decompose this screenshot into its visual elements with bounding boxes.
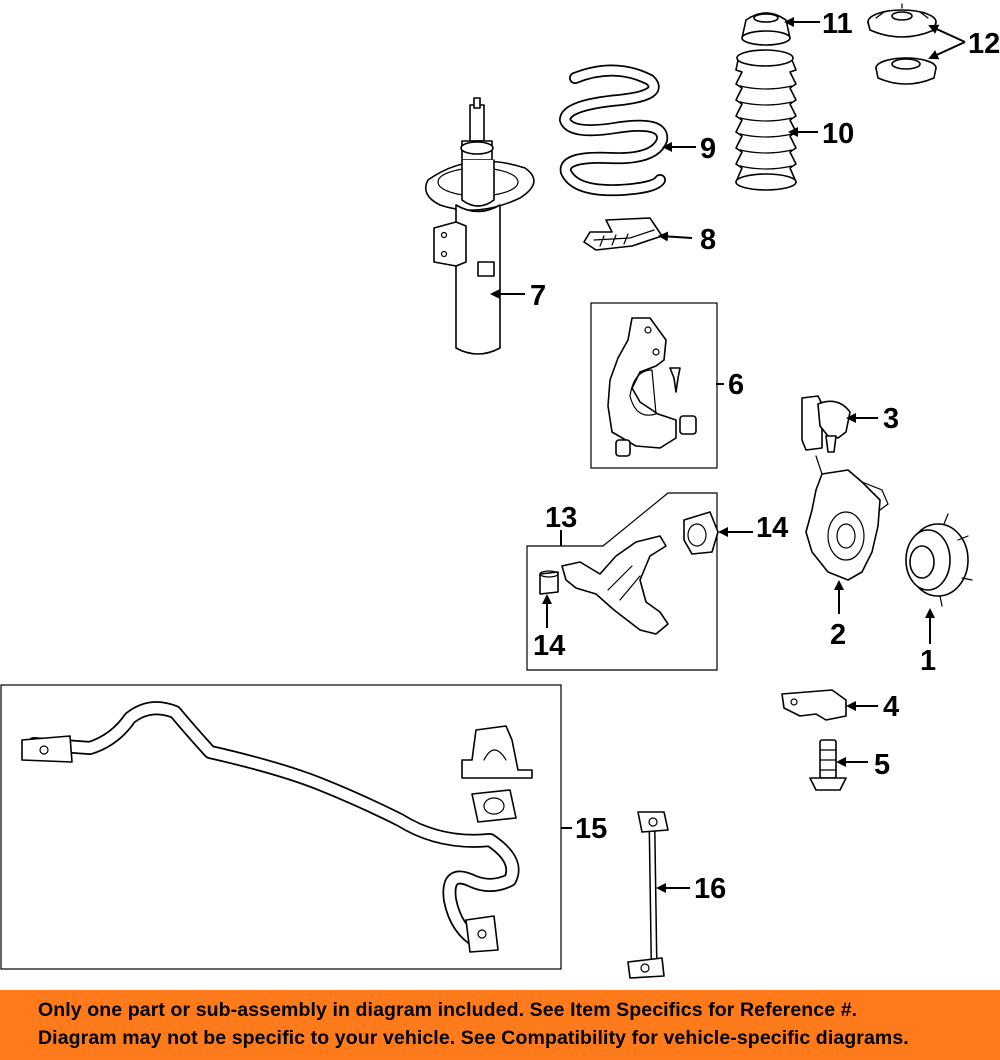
part-2-steering-knuckle (805, 455, 889, 581)
callout-1: 1 (920, 645, 936, 677)
part-5-pin (809, 739, 847, 791)
part-10-dust-boot (735, 49, 797, 191)
disclaimer-line-1: Only one part or sub-assembly in diagram… (38, 999, 858, 1021)
part-9-coil-spring (558, 64, 669, 197)
callout-13: 13 (545, 502, 577, 534)
callout-3: 3 (883, 403, 899, 435)
part-11-strut-bumper (741, 12, 791, 46)
callout-6: 6 (728, 369, 744, 401)
disclaimer-line-2: Diagram may not be specific to your vehi… (38, 1027, 909, 1049)
callout-11: 11 (822, 8, 853, 40)
part-16-stabilizer-link (627, 811, 669, 979)
leader-lines (490, 17, 966, 893)
part-7-strut-assembly (424, 97, 535, 355)
callout-14-left: 14 (533, 630, 565, 662)
part-15-stabilizer-bar (0, 684, 562, 970)
callout-7: 7 (530, 280, 546, 312)
callout-14-right: 14 (756, 512, 788, 544)
part-8-spring-insulator (583, 217, 663, 251)
callout-8: 8 (700, 224, 716, 256)
part-4-bracket (781, 689, 847, 721)
callout-15: 15 (575, 813, 607, 845)
callout-12: 12 (968, 28, 1000, 60)
part-6-control-arm-kit (590, 302, 718, 469)
part-3-ball-joint (801, 395, 851, 453)
part-1-hub-bearing (905, 513, 973, 607)
callout-5: 5 (874, 749, 890, 781)
suspension-parts-diagram: 1 2 3 4 5 6 7 8 9 10 11 12 13 14 14 15 1… (0, 3, 1000, 979)
callout-4: 4 (883, 691, 899, 723)
part-12-upper-mount (867, 3, 937, 85)
callout-9: 9 (700, 133, 716, 165)
callout-10: 10 (822, 118, 854, 150)
callout-16: 16 (694, 873, 726, 905)
part-13-control-arm (526, 492, 719, 671)
callout-labels: 1 2 3 4 5 6 7 8 9 10 11 12 13 14 14 15 1… (530, 8, 1000, 905)
disclaimer-banner: Only one part or sub-assembly in diagram… (0, 990, 1000, 1060)
callout-2: 2 (830, 619, 846, 651)
